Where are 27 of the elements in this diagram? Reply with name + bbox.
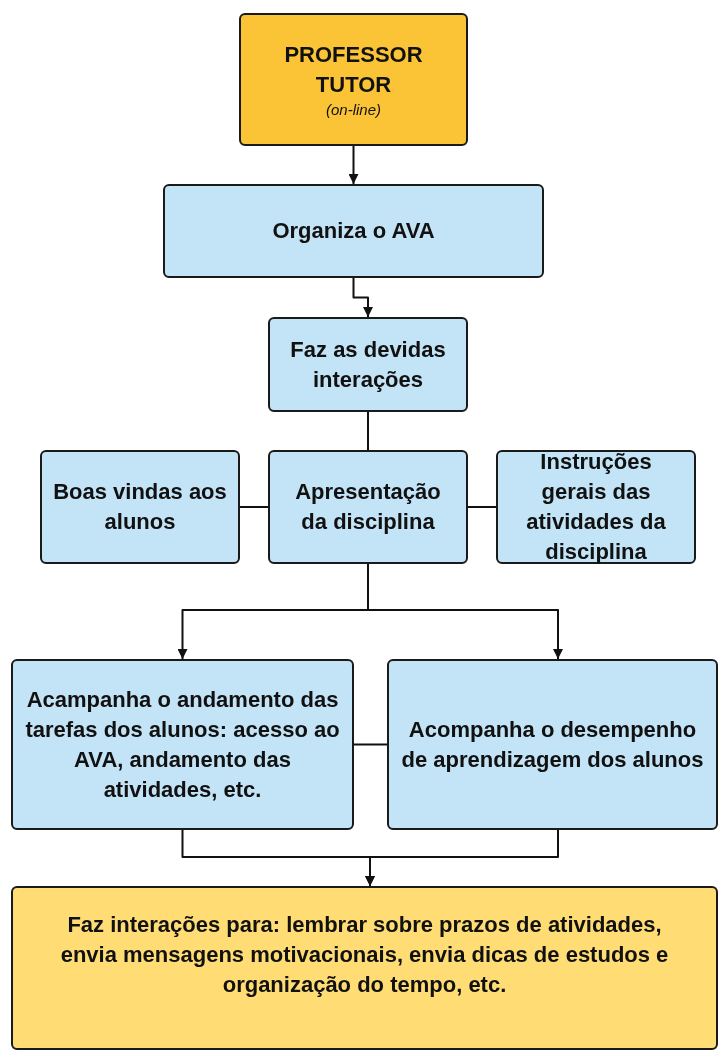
process-box bbox=[11, 659, 354, 830]
node-text: Instruções gerais das atividades da disciplina bbox=[525, 448, 667, 566]
process-box bbox=[163, 184, 544, 278]
connector-line bbox=[367, 411, 369, 451]
process-box bbox=[268, 450, 468, 564]
arrow bbox=[352, 277, 373, 318]
title-box bbox=[239, 13, 468, 146]
process-box bbox=[40, 450, 240, 564]
arrow bbox=[365, 829, 559, 887]
connector-line bbox=[353, 743, 388, 746]
subtitle-text: (on-line) bbox=[326, 99, 381, 120]
connector-line bbox=[467, 506, 497, 508]
node-text: Faz interações para: lembrar sobre prazos de atividades, envia mensagens motivacionais, envia dicas de estudos e organização do tempo, etc. bbox=[59, 911, 670, 999]
process-box bbox=[268, 317, 468, 412]
node-text: Boas vindas aos alunos bbox=[52, 478, 228, 536]
arrow bbox=[348, 145, 359, 185]
node-text: Organiza o AVA bbox=[272, 217, 435, 245]
node-text: Acompanha o desempenho de aprendizagem dos alunos bbox=[400, 715, 705, 774]
node-text: Acampanha o andamento das tarefas dos alunos: acesso ao AVA, andamento das atividades, etc. bbox=[24, 685, 341, 804]
process-box bbox=[496, 450, 696, 564]
connector-line bbox=[239, 506, 269, 508]
arrow bbox=[367, 563, 563, 660]
process-box bbox=[387, 659, 718, 830]
result-box bbox=[11, 886, 718, 1050]
node-text: PROFESSOR TUTOR bbox=[283, 40, 424, 99]
node-text: Faz as devidas interações bbox=[289, 335, 447, 394]
node-text: Apresentação da disciplina bbox=[294, 478, 442, 536]
